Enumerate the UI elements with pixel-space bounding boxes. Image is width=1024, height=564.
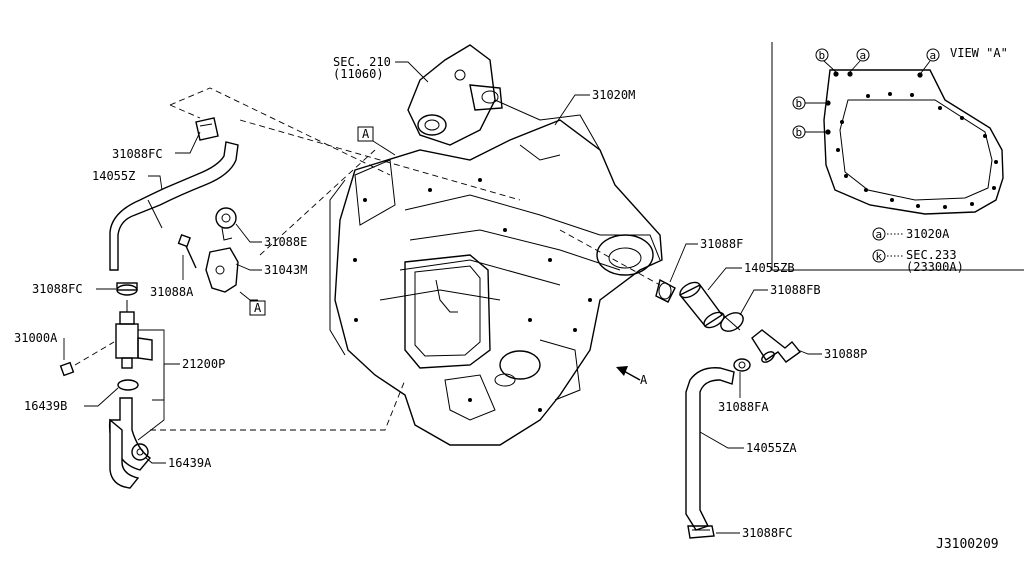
label-31088f: 31088F (700, 237, 743, 251)
clamp-16439a (131, 443, 149, 461)
bolt-31000a (59, 341, 115, 377)
svg-text:b: b (819, 49, 826, 62)
ref-box-a-upper: A (357, 126, 396, 156)
clip-31088f (655, 278, 676, 303)
clip-31088e (215, 207, 237, 241)
label-14055z: 14055Z (92, 169, 135, 183)
label-14055zb: 14055ZB (744, 261, 795, 275)
cover-bolts (836, 92, 998, 209)
clip-31088fa (733, 358, 751, 372)
cover-plate-inner (839, 99, 993, 201)
marker-b-low: b (792, 125, 826, 139)
svg-text:SEC.233: SEC.233 (906, 248, 957, 262)
label-16439a: 16439A (168, 456, 212, 470)
legend-row-a: a 31020A (872, 227, 950, 241)
bolt-31088a (177, 233, 197, 269)
label-31020m: 31020M (592, 88, 635, 102)
svg-text:A: A (640, 373, 648, 387)
svg-text:31020A: 31020A (906, 227, 950, 241)
transmission-assembly (329, 44, 663, 446)
label-16439b: 16439B (24, 399, 67, 413)
callout-labels: SEC. 210 (11060) 31020M 31088FC 14055Z 3… (14, 55, 867, 540)
hose-14055zb (678, 281, 725, 329)
leader-lines (63, 61, 822, 534)
svg-text:k: k (876, 250, 883, 263)
bracket-31043m (205, 247, 239, 293)
label-31088e: 31088E (264, 235, 307, 249)
svg-text:a: a (930, 49, 937, 62)
label-31000a: 31000A (14, 331, 58, 345)
clip-31088fc-bot (687, 525, 715, 539)
label-31088fa: 31088FA (718, 400, 769, 414)
valve-21200p (115, 311, 153, 369)
label-31088p: 31088P (824, 347, 867, 361)
clip-31088fc-top (195, 117, 219, 141)
label-31088fc-top: 31088FC (112, 147, 163, 161)
svg-text:a: a (860, 49, 867, 62)
label-14055za: 14055ZA (746, 441, 797, 455)
label-sec210: SEC. 210 (333, 55, 391, 69)
label-31088fc-mid: 31088FC (32, 282, 83, 296)
marker-a-top-right: a (920, 48, 940, 74)
clip-31088fb (720, 312, 744, 332)
clip-31088fc-mid (116, 282, 138, 296)
hose-14055z (109, 141, 239, 271)
svg-text:b: b (796, 97, 803, 110)
marker-dots (825, 71, 923, 135)
svg-text:A: A (362, 127, 370, 141)
hose-14055za (685, 367, 735, 531)
label-31043m: 31043M (264, 263, 307, 277)
svg-text:b: b (796, 126, 803, 139)
diagram-id: J3100209 (936, 537, 999, 552)
label-sec210-ref: (11060) (333, 67, 384, 81)
label-31088fc-bot: 31088FC (742, 526, 793, 540)
view-a-inset: VIEW "A" b a a (771, 42, 1024, 274)
clamp-16439b (117, 379, 139, 391)
cover-plate (823, 69, 1004, 215)
marker-b-mid: b (792, 96, 826, 110)
hose-lower-left (108, 397, 152, 489)
ref-box-a-lower: A (249, 300, 266, 316)
legend-row-k: k SEC.233 (23300A) (872, 248, 964, 274)
dashed-guides (150, 87, 661, 431)
marker-b-top: b (815, 48, 837, 73)
svg-text:A: A (254, 301, 262, 315)
label-31088a: 31088A (150, 285, 194, 299)
view-arrow-a: A (616, 366, 648, 387)
marker-a-top-left: a (849, 48, 870, 73)
label-31088fb: 31088FB (770, 283, 821, 297)
pipe-31088p (751, 329, 802, 363)
label-21200p: 21200P (182, 357, 225, 371)
view-a-title: VIEW "A" (950, 46, 1008, 60)
svg-text:(23300A): (23300A) (906, 260, 964, 274)
svg-text:a: a (876, 228, 883, 241)
